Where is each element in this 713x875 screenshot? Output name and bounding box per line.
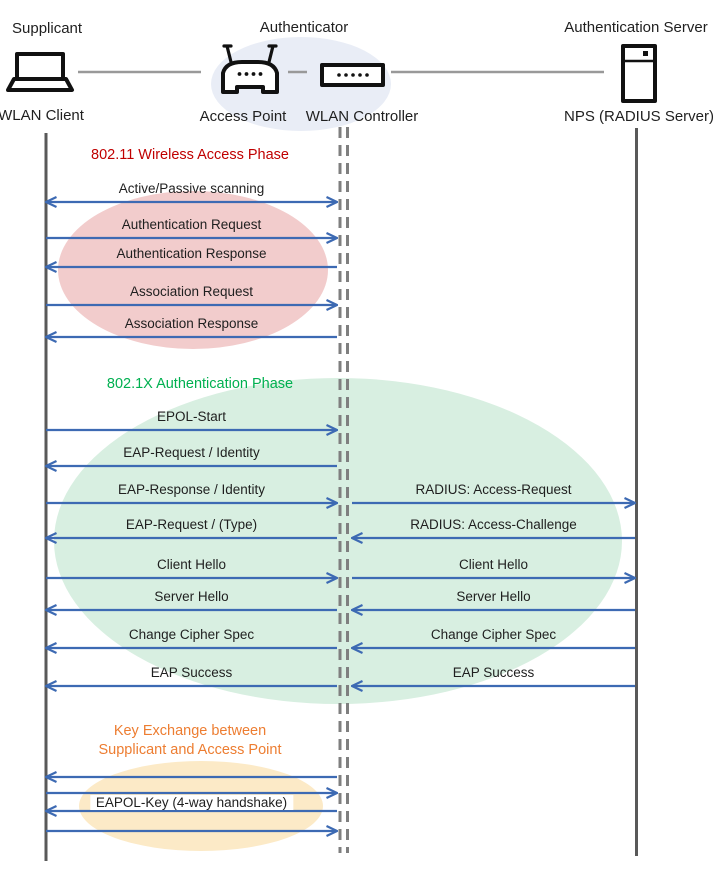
phase-3-title: Key Exchange between xyxy=(113,723,267,739)
node-label-nps-radius-server: NPS (RADIUS Server) xyxy=(563,108,713,125)
message-label: EAP Success xyxy=(150,665,233,680)
message-label: Association Response xyxy=(124,316,259,331)
message-label: EAPOL-Key (4-way handshake) xyxy=(89,795,294,810)
role-label-supplicant: Supplicant xyxy=(12,20,83,37)
message-label: EAP-Response / Identity xyxy=(117,482,266,497)
message-label: RADIUS: Access-Challenge xyxy=(410,517,577,532)
message-label: Server Hello xyxy=(154,589,229,604)
node-label-wlan-controller: WLAN Controller xyxy=(305,108,419,125)
node-label-wlan-client: WLAN Client xyxy=(0,107,84,124)
message-label: Client Hello xyxy=(458,557,529,572)
laptop-icon xyxy=(6,52,74,92)
phase2-ellipse xyxy=(54,378,622,704)
role-label-authenticator: Authenticator xyxy=(259,19,349,36)
message-label: Authentication Request xyxy=(121,217,262,232)
message-label: EAP Success xyxy=(452,665,535,680)
message-label: Authentication Response xyxy=(116,246,267,261)
message-label: Client Hello xyxy=(156,557,227,572)
message-label: EAP-Request / Identity xyxy=(123,445,260,460)
phase1-ellipse xyxy=(58,191,328,349)
message-label: EPOL-Start xyxy=(156,409,227,424)
message-label: Active/Passive scanning xyxy=(118,181,265,196)
message-arrows xyxy=(46,202,635,831)
node-label-access-point: Access Point xyxy=(199,108,287,125)
phase-1-title: 802.11 Wireless Access Phase xyxy=(91,147,289,163)
wlan-controller-icon xyxy=(320,63,385,87)
message-label: RADIUS: Access-Request xyxy=(415,482,572,497)
message-label: Association Request xyxy=(129,284,254,299)
message-label: EAP-Request / (Type) xyxy=(125,517,258,532)
message-label: Change Cipher Spec xyxy=(128,627,255,642)
phase-3-title: Supplicant and Access Point xyxy=(98,742,282,758)
server-icon xyxy=(621,44,657,103)
role-label-authentication-server: Authentication Server xyxy=(564,19,708,36)
phase-2-title: 802.1X Authentication Phase xyxy=(106,376,294,392)
message-label: Server Hello xyxy=(456,589,531,604)
access-point-icon xyxy=(221,44,279,94)
message-label: Change Cipher Spec xyxy=(430,627,557,642)
